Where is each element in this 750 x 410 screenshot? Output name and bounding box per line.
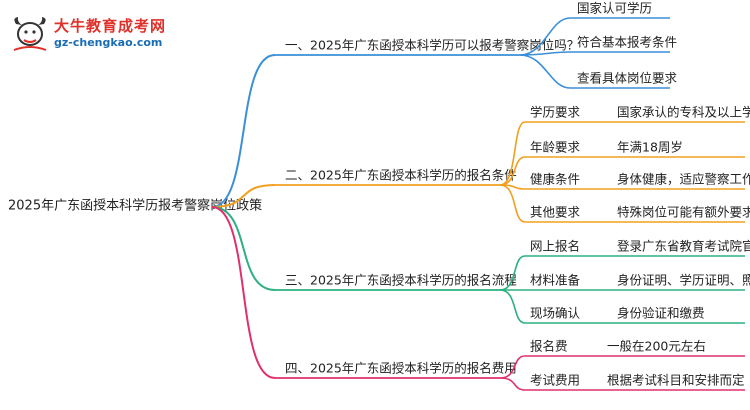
- branch-label: 三、2025年广东函授本科学历的报名流程: [285, 273, 517, 288]
- leaf-detail: 身份验证和缴费: [617, 306, 705, 321]
- branch-label: 四、2025年广东函授本科学历的报名费用: [285, 361, 517, 376]
- leaf-connector: [499, 377, 526, 391]
- leaf-connector: [499, 355, 526, 379]
- leaf-connector: [499, 121, 526, 186]
- leaf-detail: 身体健康，适应警察工作: [617, 172, 750, 187]
- leaf-category: 现场确认: [530, 306, 581, 321]
- leaf-category: 网上报名: [530, 239, 580, 254]
- leaf-label: 国家认可学历: [577, 1, 652, 16]
- leaf-category: 年龄要求: [530, 140, 581, 155]
- logo-title: 大牛教育成考网: [54, 17, 167, 35]
- site-logo[interactable]: 大牛教育成考网 gz-chengkao.com: [10, 14, 190, 54]
- leaf-connector: [499, 184, 526, 223]
- leaf-label: 符合基本报考条件: [577, 35, 677, 50]
- branch-label: 二、2025年广东函授本科学历的报名条件: [285, 168, 517, 183]
- leaf-detail: 一般在200元左右: [607, 339, 706, 354]
- leaf-detail: 登录广东省教育考试院官网: [617, 239, 750, 254]
- leaf-category: 考试费用: [530, 373, 580, 388]
- logo-url: gz-chengkao.com: [54, 36, 163, 49]
- leaf-category: 健康条件: [530, 172, 580, 187]
- leaf-category: 其他要求: [530, 205, 581, 220]
- branch-connector: [211, 54, 276, 208]
- branch-label: 一、2025年广东函授本科学历可以报考警察岗位吗？: [285, 38, 579, 53]
- root-topic: 2025年广东函授本科学历报考警察岗位政策: [8, 198, 262, 214]
- leaf-connector: [499, 255, 526, 291]
- leaf-detail: 特殊岗位可能有额外要求: [617, 205, 750, 220]
- bull-logo-icon: [13, 17, 47, 51]
- leaf-category: 报名费: [530, 339, 568, 354]
- leaf-label: 查看具体岗位要求: [577, 71, 678, 86]
- leaf-category: 学历要求: [530, 105, 581, 120]
- leaf-detail: 国家承认的专科及以上学历: [617, 105, 750, 120]
- leaf-detail: 根据考试科目和安排而定: [607, 373, 745, 388]
- branch-connector: [211, 206, 276, 291]
- leaf-detail: 身份证明、学历证明、照片: [617, 273, 750, 288]
- leaf-connector: [499, 156, 526, 186]
- leaf-connector: [499, 289, 526, 324]
- leaf-connector: [519, 17, 571, 56]
- branch-connector: [211, 206, 276, 379]
- leaf-category: 材料准备: [530, 273, 581, 288]
- leaf-connector: [519, 54, 571, 89]
- branch-connector: [211, 184, 276, 208]
- leaf-detail: 年满18周岁: [617, 140, 683, 155]
